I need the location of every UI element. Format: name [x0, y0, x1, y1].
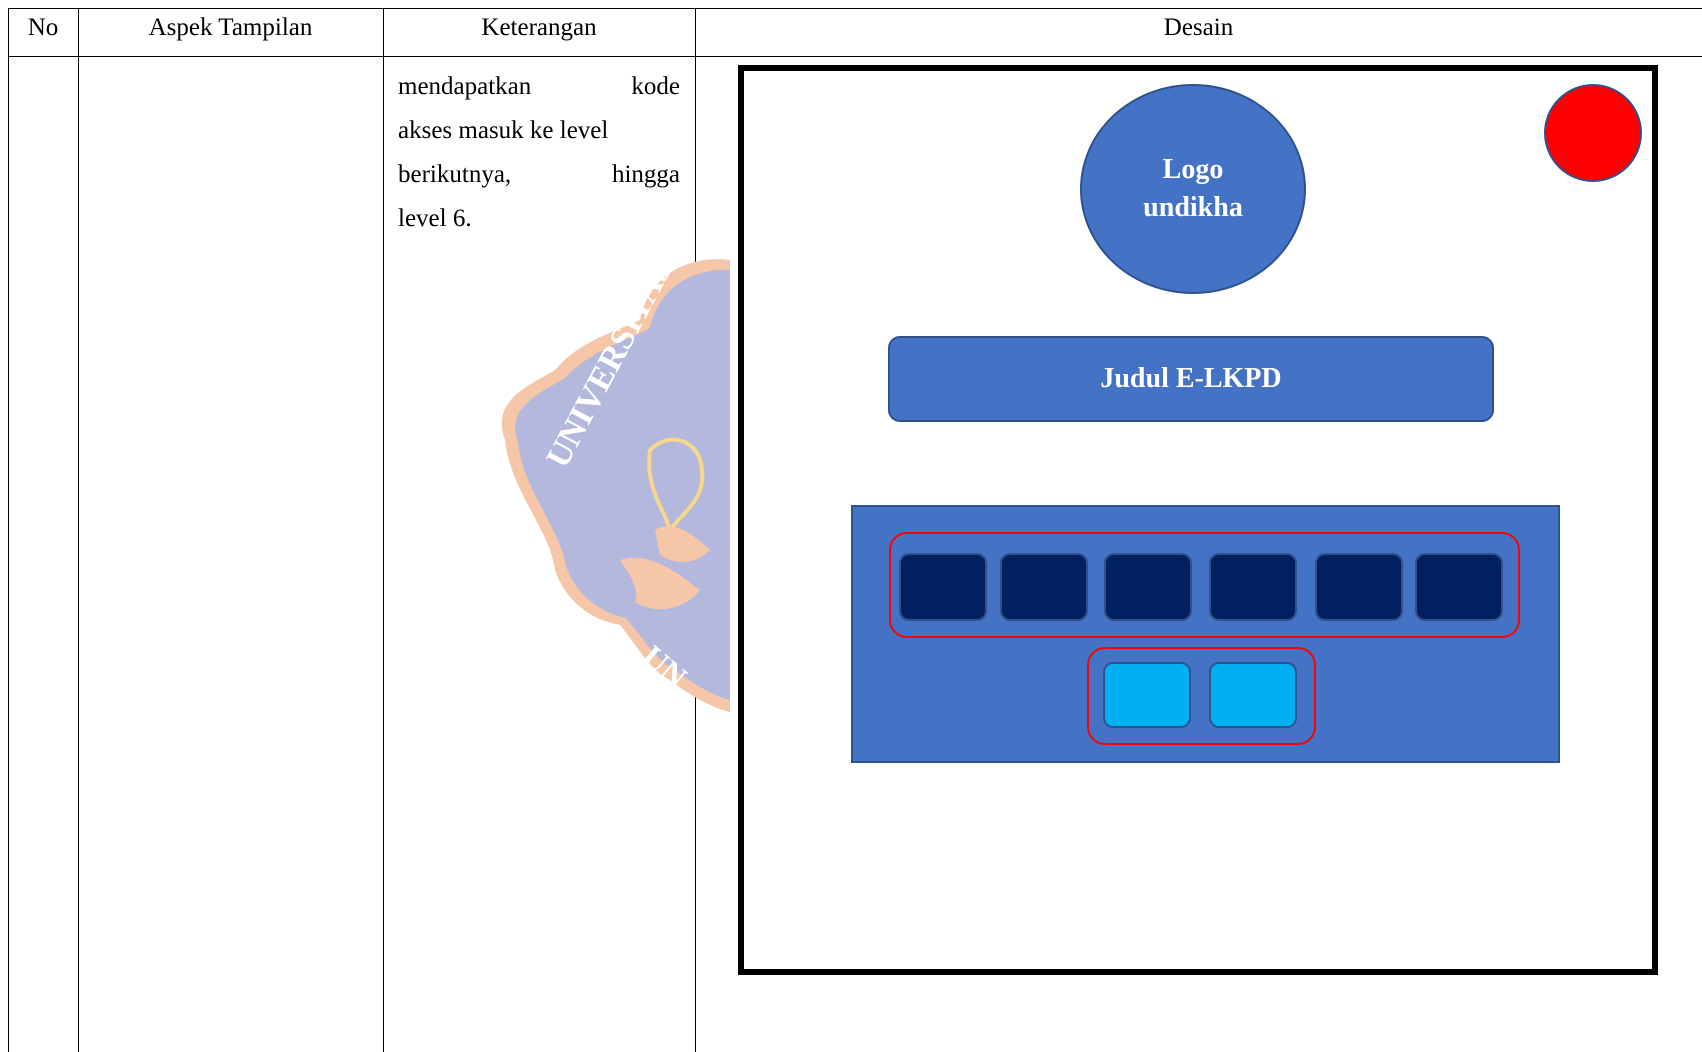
action-slot-group — [1087, 647, 1316, 745]
logo-placeholder: Logo undikha — [1080, 84, 1306, 294]
header-no: No — [27, 14, 59, 41]
title-banner: Judul E-LKPD — [888, 336, 1494, 422]
logo-label-line1: Logo — [1162, 154, 1224, 185]
level-slot-1[interactable] — [899, 553, 987, 621]
keterangan-word: berikutnya, — [398, 161, 512, 188]
keterangan-word: hingga — [611, 161, 680, 188]
action-slot-1[interactable] — [1103, 662, 1191, 728]
header-aspek-tampilan: Aspek Tampilan — [148, 14, 313, 41]
keterangan-line-1: mendapatkan kode — [398, 65, 680, 109]
keterangan-line-2: akses masuk ke level — [398, 117, 609, 144]
level-slot-5[interactable] — [1315, 553, 1403, 621]
level-panel — [851, 505, 1560, 763]
university-seal-watermark: UNIVERSITAS UN — [470, 230, 730, 800]
level-slot-2[interactable] — [1000, 553, 1088, 621]
column-divider-aspek — [383, 8, 384, 1052]
table-top-border — [8, 8, 1702, 9]
logo-label-line2: undikha — [1143, 192, 1243, 223]
level-slot-group — [889, 532, 1520, 638]
action-slot-2[interactable] — [1209, 662, 1297, 728]
title-label: Judul E-LKPD — [1100, 363, 1282, 394]
keterangan-text: mendapatkan kode akses masuk ke level be… — [398, 65, 680, 241]
keterangan-line-3: berikutnya, hingga — [398, 153, 680, 197]
header-desain: Desain — [1163, 14, 1234, 41]
keterangan-word: mendapatkan — [398, 73, 532, 100]
close-button[interactable] — [1544, 84, 1642, 182]
level-slot-6[interactable] — [1415, 553, 1503, 621]
header-keterangan: Keterangan — [481, 14, 597, 41]
level-slot-4[interactable] — [1209, 553, 1297, 621]
level-slot-3[interactable] — [1104, 553, 1192, 621]
table-header-border — [8, 56, 1702, 57]
column-divider-no — [78, 8, 79, 1052]
keterangan-word: kode — [631, 73, 680, 100]
keterangan-line-4: level 6. — [398, 205, 472, 232]
table-left-border — [8, 8, 9, 1052]
